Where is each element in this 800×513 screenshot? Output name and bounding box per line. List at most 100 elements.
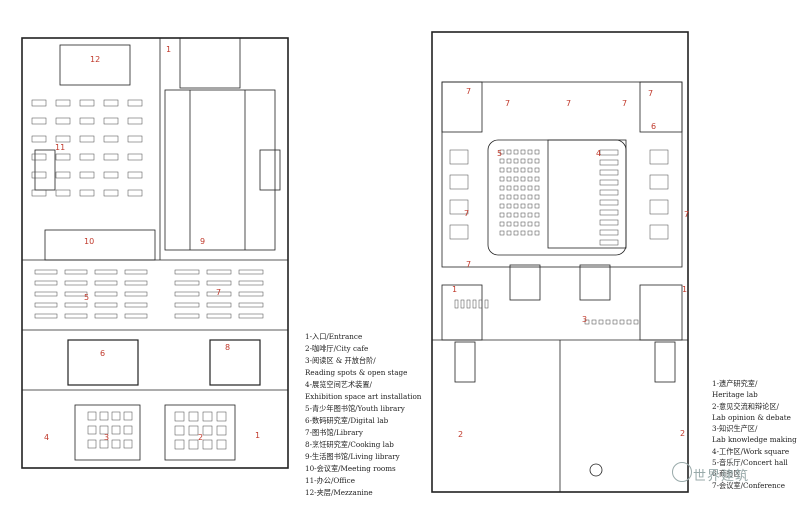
- furniture: [79, 135, 95, 143]
- furniture: [466, 299, 471, 309]
- furniture: [124, 302, 148, 308]
- furniture: [34, 313, 58, 319]
- furniture: [534, 194, 540, 200]
- furniture: [103, 117, 119, 125]
- furniture: [216, 411, 227, 422]
- furniture: [527, 203, 533, 209]
- furniture: [527, 167, 533, 173]
- furniture: [55, 135, 71, 143]
- furniture: [238, 313, 264, 319]
- furniture: [520, 158, 526, 164]
- furniture: [612, 319, 618, 325]
- legend-left-item: 7-图书馆/Library: [305, 428, 363, 437]
- furniture: [94, 302, 118, 308]
- legend-left-item: Reading spots & open stage: [305, 368, 408, 377]
- furniture: [449, 149, 469, 165]
- furniture: [127, 171, 143, 179]
- furniture: [513, 221, 519, 227]
- furniture: [499, 158, 505, 164]
- furniture: [202, 425, 213, 436]
- furniture: [123, 411, 133, 421]
- furniture: [64, 269, 88, 275]
- furniture: [649, 199, 669, 215]
- furniture: [534, 158, 540, 164]
- furniture: [527, 230, 533, 236]
- left-room-number: 7: [216, 288, 221, 297]
- furniture: [238, 291, 264, 297]
- furniture: [513, 167, 519, 173]
- furniture: [94, 291, 118, 297]
- right-room-number: 7: [505, 99, 510, 108]
- legend-left-item: 2-咖啡厅/City cafe: [305, 344, 369, 353]
- furniture: [111, 439, 121, 449]
- right-room-number: 7: [622, 99, 627, 108]
- furniture: [520, 230, 526, 236]
- furniture: [472, 299, 477, 309]
- furniture: [124, 269, 148, 275]
- furniture: [34, 291, 58, 297]
- furniture: [79, 99, 95, 107]
- furniture: [534, 176, 540, 182]
- furniture: [499, 194, 505, 200]
- furniture: [499, 185, 505, 191]
- furniture: [127, 117, 143, 125]
- legend-left-item: 3-阅读区 & 开放台阶/: [305, 356, 376, 365]
- furniture: [34, 302, 58, 308]
- furniture: [499, 221, 505, 227]
- furniture: [127, 153, 143, 161]
- furniture: [124, 313, 148, 319]
- right-room-number: 2: [458, 430, 463, 439]
- furniture: [513, 212, 519, 218]
- furniture: [599, 219, 619, 226]
- right-room-number: 1: [452, 285, 457, 294]
- furniture: [174, 291, 200, 297]
- furniture: [506, 212, 512, 218]
- furniture: [79, 171, 95, 179]
- furniture: [599, 159, 619, 166]
- furniture: [633, 319, 639, 325]
- legend-left-item: 5-青少年图书馆/Youth library: [305, 404, 405, 413]
- furniture: [202, 439, 213, 450]
- furniture: [605, 319, 611, 325]
- furniture: [619, 319, 625, 325]
- legend-right-item: 7-会议室/Conference: [712, 480, 785, 490]
- furniture: [499, 203, 505, 209]
- furniture: [174, 425, 185, 436]
- right-room-number: 5: [497, 149, 502, 158]
- furniture: [79, 189, 95, 197]
- furniture: [584, 319, 590, 325]
- furniture: [64, 280, 88, 286]
- furniture: [478, 299, 483, 309]
- furniture: [534, 221, 540, 227]
- furniture: [99, 411, 109, 421]
- left-room-number: 5: [84, 293, 89, 302]
- furniture: [94, 313, 118, 319]
- furniture: [598, 319, 604, 325]
- furniture: [449, 224, 469, 240]
- furniture: [527, 158, 533, 164]
- furniture: [87, 425, 97, 435]
- legend-left-item: 1-入口/Entrance: [305, 332, 363, 341]
- legend-right: 1-遗产研究室/ Heritage lab 2-意见交流和辩论区/ Lab op…: [712, 378, 797, 491]
- furniture: [103, 99, 119, 107]
- legend-right-item: Lab knowledge making: [712, 435, 797, 445]
- furniture: [506, 230, 512, 236]
- furniture: [55, 189, 71, 197]
- furniture: [599, 199, 619, 206]
- furniture: [520, 149, 526, 155]
- legend-left-item: 8-烹饪研究室/Cooking lab: [305, 440, 394, 449]
- furniture: [499, 176, 505, 182]
- furniture: [216, 439, 227, 450]
- left-room-number: 1: [166, 45, 171, 54]
- left-plan-outline: [21, 37, 289, 469]
- legend-right-item: 6-商务区: [712, 469, 741, 479]
- legend-right-item: 4-工作区/Work square: [712, 446, 790, 456]
- furniture: [174, 280, 200, 286]
- furniture: [64, 291, 88, 297]
- legend-left-item: 10-会议室/Meeting rooms: [305, 464, 396, 473]
- furniture: [94, 280, 118, 286]
- furniture: [206, 313, 232, 319]
- right-room-number: 7: [466, 87, 471, 96]
- left-room-number: 10: [84, 237, 94, 246]
- legend-right-item: Lab opinion & debate: [712, 412, 791, 422]
